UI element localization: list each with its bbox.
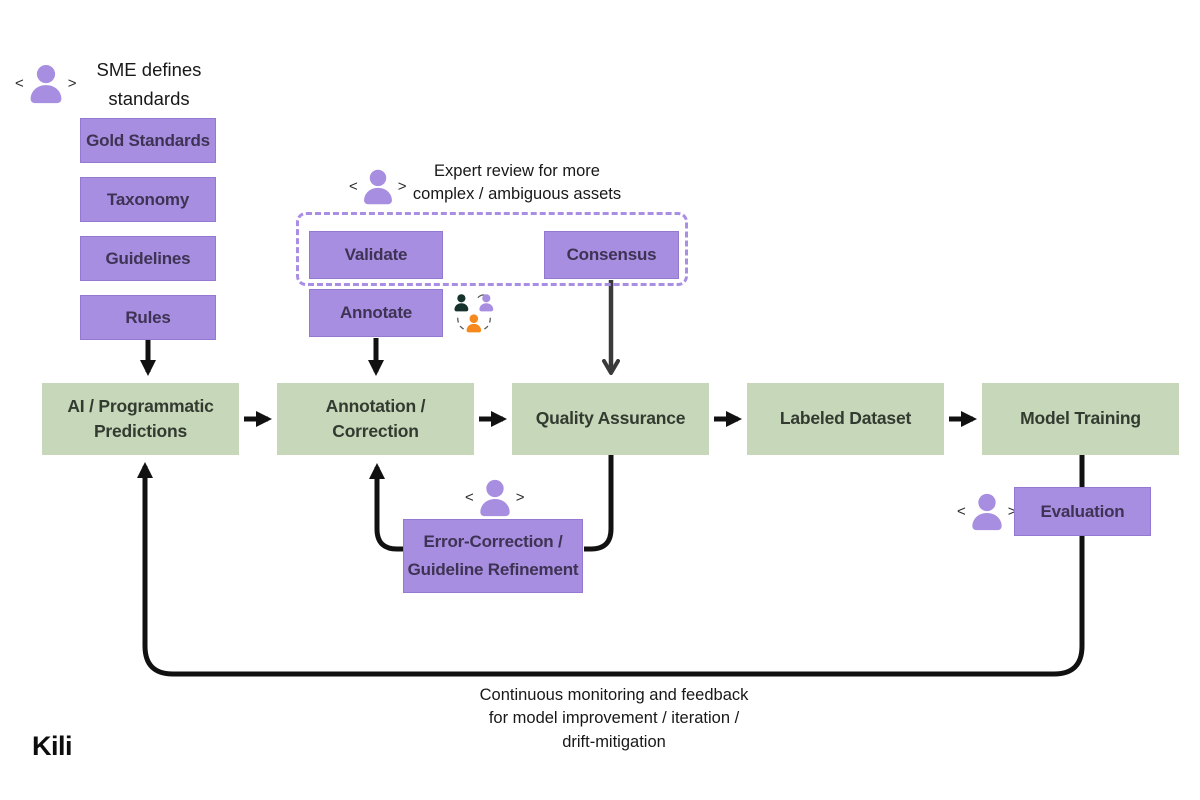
sme-labeler-icon: < > bbox=[15, 62, 77, 104]
feedback-note-line: for model improvement / iteration / bbox=[488, 709, 740, 728]
left-bracket-glyph: < bbox=[349, 177, 358, 195]
error-box-line: Guideline Refinement bbox=[407, 560, 579, 579]
evaluation-labeler-icon: < > bbox=[957, 491, 1017, 531]
collaboration-icon bbox=[454, 294, 494, 333]
expert-labeler-icon: < > bbox=[349, 167, 407, 205]
left-bracket-glyph: < bbox=[957, 502, 966, 520]
error-correction-labeler-icon: < > bbox=[465, 477, 525, 517]
guidelines-box: Guidelines bbox=[80, 236, 216, 281]
pipeline-model-training-box: Model Training bbox=[982, 383, 1179, 455]
person-icon bbox=[480, 479, 510, 517]
person-dark bbox=[454, 294, 469, 312]
sme-note-line: standards bbox=[108, 87, 190, 109]
expert-review-note: Expert review for more complex / ambiguo… bbox=[392, 160, 642, 206]
expert-review-zone bbox=[296, 212, 688, 286]
error-box-line: Error-Correction / bbox=[423, 531, 563, 551]
feedback-note-line: Continuous monitoring and feedback bbox=[479, 686, 749, 704]
left-bracket-glyph: < bbox=[465, 488, 474, 506]
person-icon bbox=[972, 493, 1002, 531]
expert-note-line: Expert review for more bbox=[434, 162, 600, 180]
person-icon bbox=[30, 64, 62, 104]
left-bracket-glyph: < bbox=[15, 74, 24, 92]
right-bracket-glyph: > bbox=[1007, 502, 1017, 520]
feedback-note-line: drift-mitigation bbox=[562, 732, 666, 751]
sme-note: SME defines standards bbox=[82, 56, 216, 113]
gold-standards-box: Gold Standards bbox=[80, 118, 216, 163]
rules-box: Rules bbox=[80, 295, 216, 340]
consensus-box: Consensus bbox=[544, 231, 679, 279]
error-correction-box: Error-Correction / Guideline Refinement bbox=[403, 519, 583, 593]
right-bracket-glyph: > bbox=[397, 177, 407, 195]
person-icon bbox=[363, 169, 392, 205]
pipeline-ai-predictions-box: AI / Programmatic Predictions bbox=[42, 383, 239, 455]
person-purple bbox=[479, 294, 494, 312]
kili-logo: Kili bbox=[32, 731, 73, 761]
sme-note-line: SME defines bbox=[96, 59, 202, 80]
evaluation-box: Evaluation bbox=[1014, 487, 1151, 536]
expert-note-line: complex / ambiguous assets bbox=[412, 185, 622, 204]
pipeline-labeled-dataset-box: Labeled Dataset bbox=[747, 383, 944, 455]
feedback-loop-note: Continuous monitoring and feedback for m… bbox=[448, 684, 780, 754]
pipeline-quality-assurance-box: Quality Assurance bbox=[512, 383, 709, 455]
right-bracket-glyph: > bbox=[515, 488, 525, 506]
annotate-box: Annotate bbox=[309, 289, 443, 337]
right-bracket-glyph: > bbox=[67, 74, 77, 92]
taxonomy-box: Taxonomy bbox=[80, 177, 216, 222]
pipeline-annotation-correction-box: Annotation / Correction bbox=[277, 383, 474, 455]
person-orange bbox=[466, 314, 482, 333]
validate-box: Validate bbox=[309, 231, 443, 279]
